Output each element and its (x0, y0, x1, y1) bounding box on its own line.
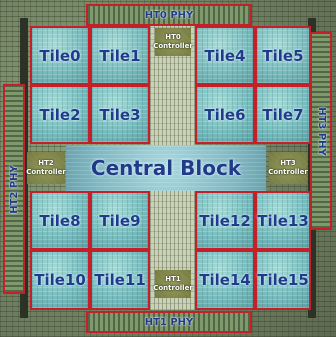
tile-15-label: Tile15 (257, 271, 309, 289)
ht2-controller-label: HT2 Controller (26, 159, 66, 177)
ht3-phy-label: HT3 PHY (316, 107, 327, 156)
tile-13-label: Tile13 (257, 212, 309, 230)
tile-4: Tile4 (195, 26, 255, 85)
tile-0: Tile0 (30, 26, 90, 85)
ht0-controller-label: HT0 Controller (153, 33, 193, 51)
tile-8-label: Tile8 (39, 212, 80, 230)
central-block-label: Central Block (91, 156, 241, 180)
tile-8: Tile8 (30, 191, 90, 250)
tile-3: Tile3 (90, 85, 150, 144)
tile-2-label: Tile2 (39, 106, 80, 124)
tile-11-label: Tile11 (94, 271, 146, 289)
ht2-phy-label: HT2 PHY (9, 165, 20, 214)
tile-3-label: Tile3 (99, 106, 140, 124)
tile-9: Tile9 (90, 191, 150, 250)
tile-5-label: Tile5 (262, 47, 303, 65)
tile-12: Tile12 (195, 191, 255, 250)
tile-6-label: Tile6 (204, 106, 245, 124)
tile-14: Tile14 (195, 250, 255, 310)
ht1-controller-label: HT1 Controller (153, 275, 193, 293)
tile-5: Tile5 (255, 26, 311, 85)
tile-4-label: Tile4 (204, 47, 245, 65)
central-block: Central Block (66, 145, 266, 191)
tile-10: Tile10 (30, 250, 90, 310)
tile-1: Tile1 (90, 26, 150, 85)
ht1-controller: HT1 Controller (155, 270, 191, 298)
tile-7-label: Tile7 (262, 106, 303, 124)
tile-2: Tile2 (30, 85, 90, 144)
ht0-phy-label: HT0 PHY (145, 10, 194, 21)
tile-14-label: Tile14 (199, 271, 251, 289)
tile-0-label: Tile0 (39, 47, 80, 65)
ht3-controller: HT3 Controller (269, 152, 307, 184)
ht3-controller-label: HT3 Controller (268, 159, 308, 177)
tile-12-label: Tile12 (199, 212, 251, 230)
tile-7: Tile7 (255, 85, 311, 144)
ht1-phy-label: HT1 PHY (145, 317, 194, 328)
ht2-phy: HT2 PHY (3, 84, 25, 294)
tile-13: Tile13 (255, 191, 311, 250)
ht0-phy: HT0 PHY (86, 4, 252, 26)
tile-10-label: Tile10 (34, 271, 86, 289)
ht3-phy: HT3 PHY (310, 32, 332, 230)
tile-15: Tile15 (255, 250, 311, 310)
ht0-controller: HT0 Controller (155, 28, 191, 56)
ht2-controller: HT2 Controller (27, 152, 65, 184)
tile-9-label: Tile9 (99, 212, 140, 230)
tile-11: Tile11 (90, 250, 150, 310)
tile-1-label: Tile1 (99, 47, 140, 65)
ht1-phy: HT1 PHY (86, 311, 252, 333)
tile-6: Tile6 (195, 85, 255, 144)
